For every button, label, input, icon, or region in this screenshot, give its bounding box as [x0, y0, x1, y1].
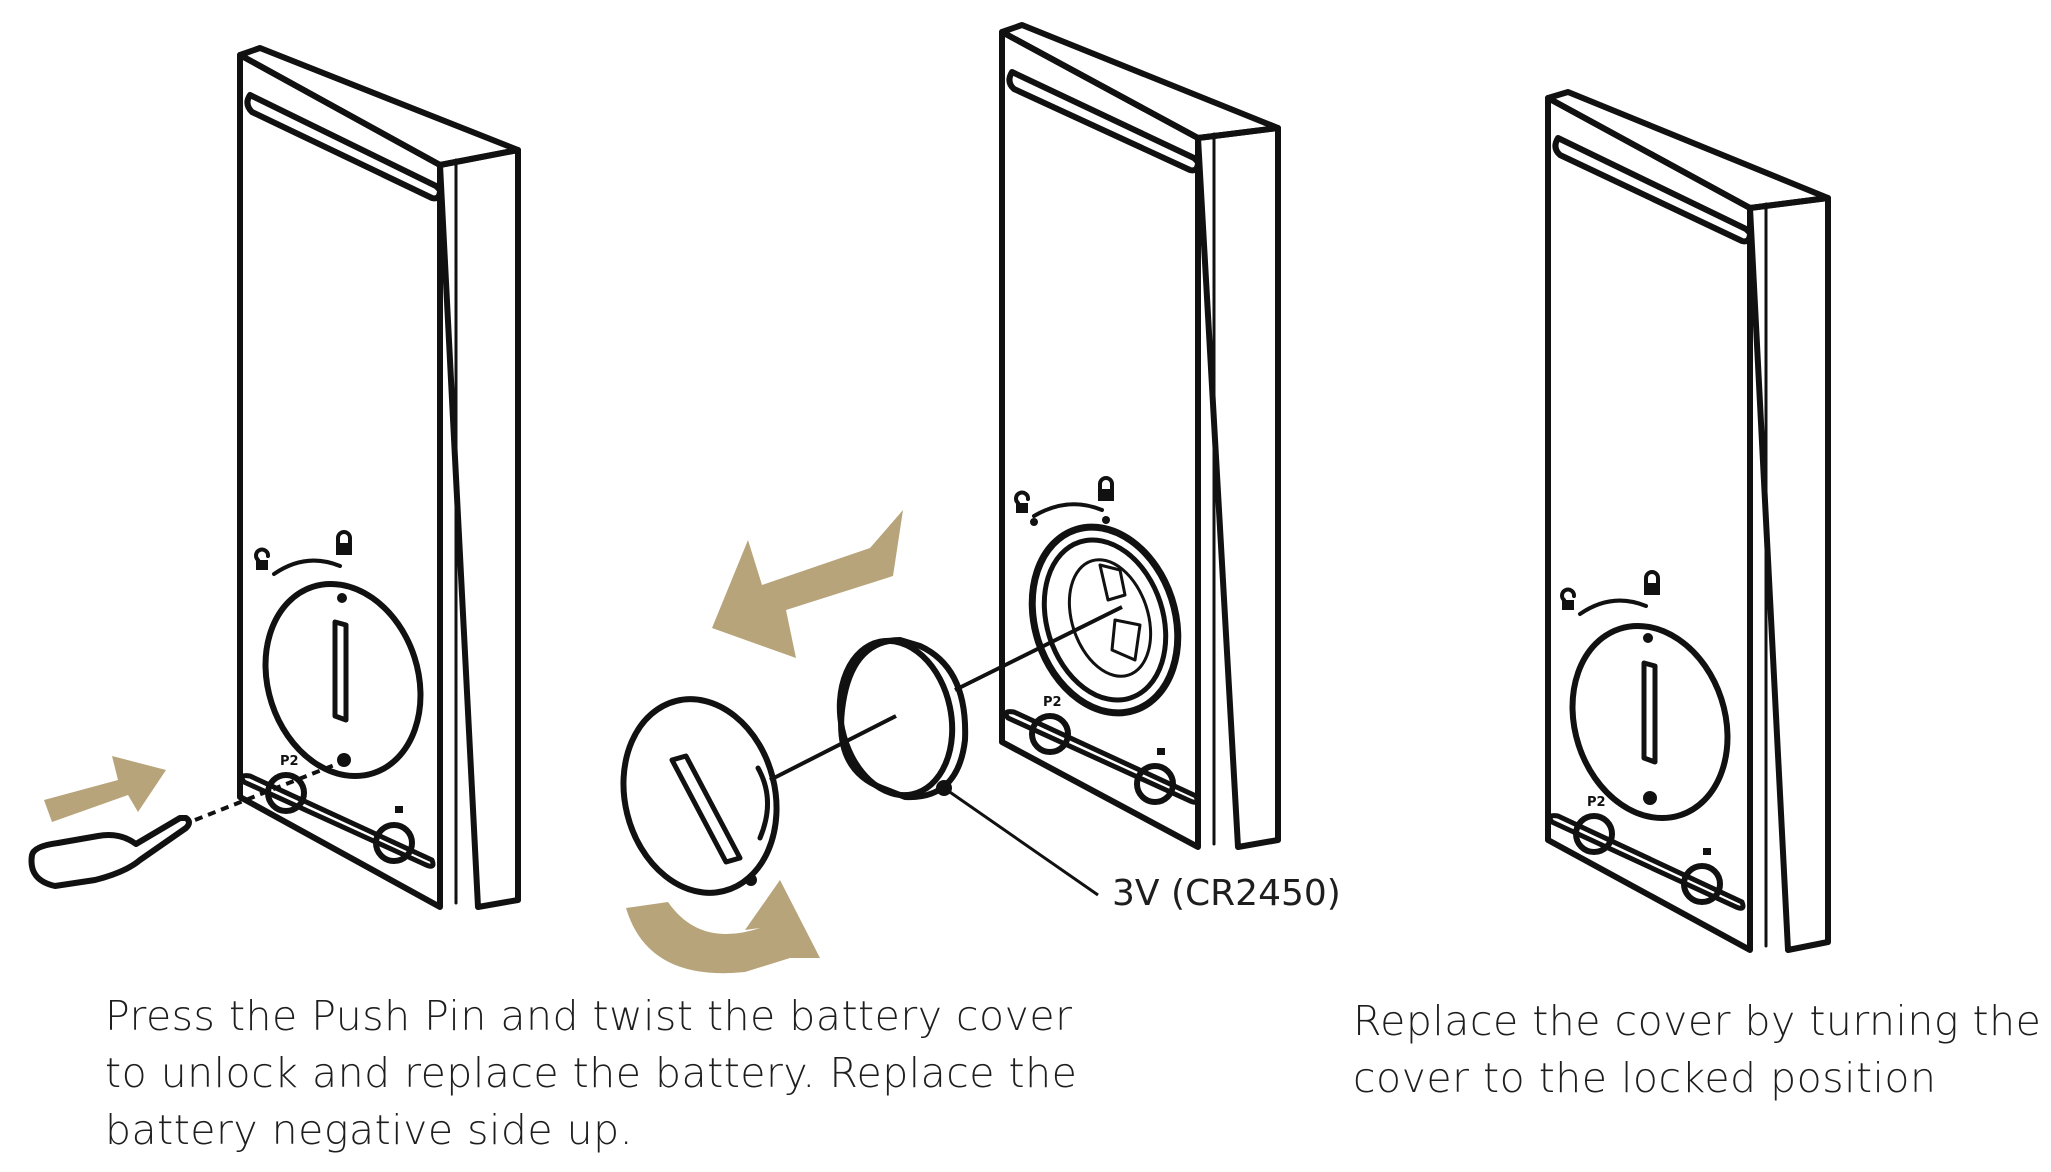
battery-cover — [1569, 622, 1731, 822]
device-middle: P2 — [999, 22, 1281, 850]
slider-track — [1003, 709, 1200, 805]
light-bar — [244, 92, 443, 202]
battery-callout-label: 3V (CR2450) — [1112, 873, 1341, 914]
slider-track — [1547, 813, 1746, 911]
caption-line: to unlock and replace the battery. Repla… — [105, 1049, 1078, 1097]
caption-line: Press the Push Pin and twist the battery… — [105, 992, 1073, 1040]
battery-cover — [262, 580, 424, 780]
unlock-icon — [1014, 490, 1030, 513]
device-right: P2 — [1545, 89, 1831, 953]
button-lock — [1134, 763, 1176, 805]
device-front-face — [237, 52, 443, 910]
button-p2 — [1029, 713, 1071, 755]
battery-compartment — [1028, 523, 1182, 717]
unlock-icon — [1560, 587, 1576, 610]
light-bar — [1552, 135, 1753, 245]
caption-line: Replace the cover by turning the — [1353, 997, 2042, 1045]
rotate-arrow-icon — [626, 880, 820, 974]
lock-icon — [1098, 476, 1114, 501]
button-p2 — [1573, 813, 1615, 855]
unlock-icon — [254, 547, 270, 570]
lock-icon — [336, 530, 352, 555]
caption-line: cover to the locked position — [1353, 1054, 1937, 1102]
battery-cover-removed — [620, 696, 897, 896]
device-side-face — [437, 147, 521, 910]
light-bar — [1006, 69, 1201, 174]
instruction-caption-left: Press the Push Pin and twist the battery… — [105, 988, 1105, 1159]
direction-arrow-icon — [44, 756, 166, 822]
slider-track — [239, 773, 436, 869]
instruction-caption-right: Replace the cover by turning the cover t… — [1353, 993, 2051, 1107]
caption-line: battery negative side up. — [105, 1106, 634, 1154]
button-lock — [1681, 863, 1723, 905]
button-lock — [373, 822, 415, 864]
device-left: P2 — [237, 45, 521, 910]
button-p2-label: P2 — [280, 754, 299, 769]
lock-icon — [1644, 570, 1660, 595]
button-p2-label: P2 — [1043, 695, 1062, 710]
direction-arrow-icon — [712, 510, 903, 658]
button-p2-label: P2 — [1587, 795, 1606, 810]
battery-coin-cell — [836, 605, 1123, 897]
push-pin-icon — [28, 760, 343, 889]
